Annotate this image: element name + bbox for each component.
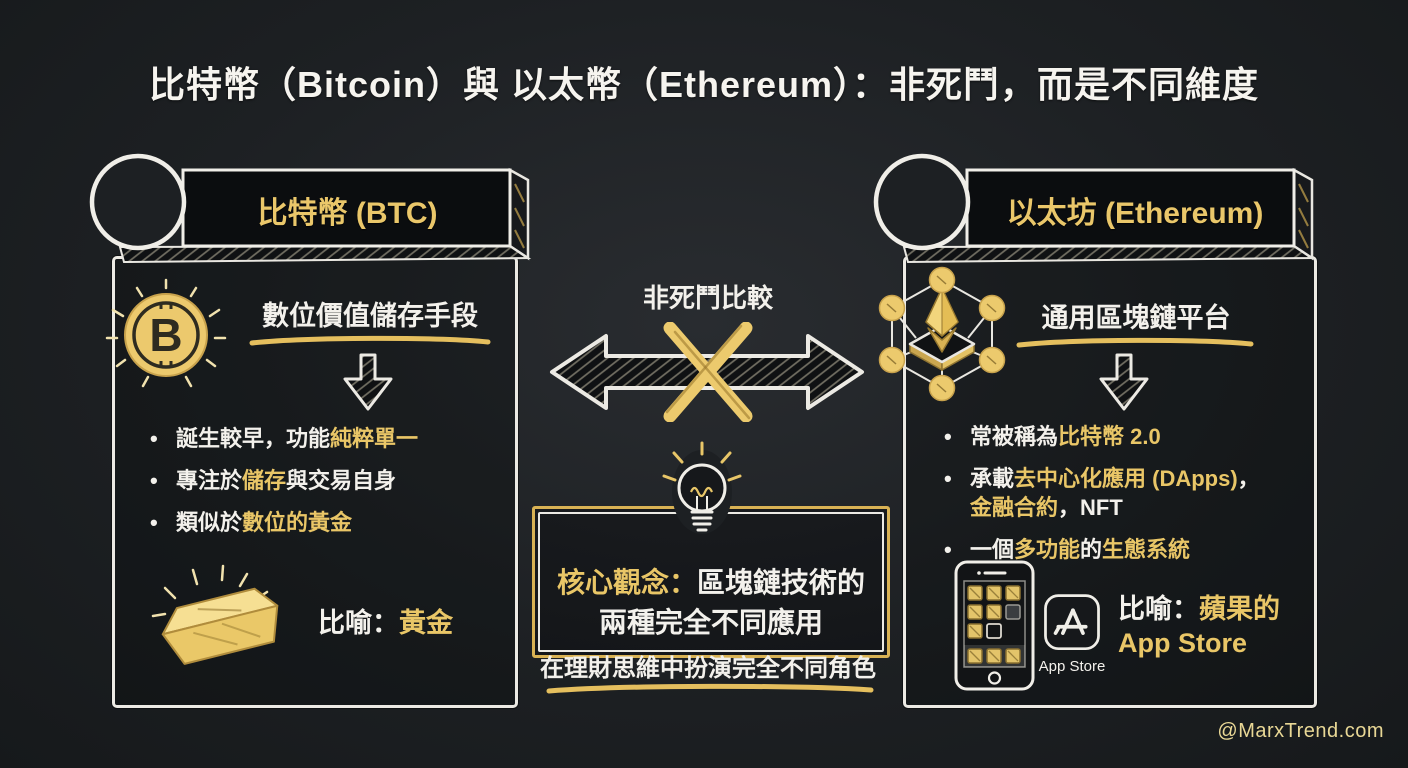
ethereum-panel-title: 以太坊 (Ethereum) (1006, 197, 1264, 230)
gold-bar-icon (151, 564, 279, 665)
bullet-text: 承載 (970, 466, 1015, 492)
bullet-text: 一個 (970, 537, 1015, 563)
bullet-text: 與交易自身 (286, 468, 397, 494)
analogy-line-2: App Store (1118, 628, 1248, 658)
btc-analogy: 比喻：黃金 (318, 606, 453, 640)
smartphone-icon (954, 560, 1035, 691)
analogy-value: 黃金 (399, 608, 453, 638)
btc-header-banner (89, 153, 532, 264)
list-item: 專注於儲存與交易自身 (148, 466, 518, 495)
bullet-text: 數位的黃金 (242, 510, 353, 536)
core-label: 核心觀念： (556, 567, 697, 598)
core-text-1: 區塊鏈技術的 (697, 567, 866, 598)
watermark: @MarxTrend.com (1217, 720, 1384, 742)
bullet-text: 金融合約 (970, 495, 1059, 521)
bullet-text: 專注於 (176, 468, 243, 494)
bullet-text: 的 (1080, 537, 1103, 563)
core-line-1: 核心觀念：區塊鏈技術的 (535, 563, 887, 603)
bullet-text: ， (1237, 466, 1260, 492)
center-title: 非死鬥比較 (642, 283, 773, 313)
btc-bullet-list: 誕生較早，功能純粹單一 專注於儲存與交易自身 類似於數位的黃金 (148, 424, 518, 550)
list-item: 常被稱為比特幣 2.0 (942, 422, 1320, 451)
bullet-text: 類似於 (176, 510, 243, 536)
core-text-2: 兩種完全不同應用 (598, 607, 823, 638)
bullet-text: 比特幣 2.0 (1058, 424, 1161, 449)
sketch-circle-icon (89, 153, 187, 251)
svg-text:B: B (149, 309, 182, 361)
bullet-text: 生態系統 (1102, 537, 1191, 563)
ethereum-subtitle: 通用區塊鏈平台 (1041, 303, 1231, 333)
arrow-down-icon (343, 353, 393, 411)
list-item: 誕生較早，功能純粹單一 (148, 424, 518, 453)
btc-subtitle: 數位價值儲存手段 (262, 301, 478, 331)
sketch-circle-icon (873, 153, 971, 251)
analogy-line-1: 比喻：蘋果的 (1118, 592, 1288, 626)
gold-underline-icon (249, 335, 491, 346)
core-concept-text: 核心觀念：區塊鏈技術的 兩種完全不同應用 (535, 563, 887, 643)
bullet-text: 常被稱為 (970, 424, 1059, 449)
bitcoin-coin-icon: B (105, 278, 227, 388)
list-item: 一個多功能的生態系統 (942, 535, 1320, 564)
bullet-text: 誕生較早，功能 (176, 426, 331, 451)
bullet-text: ，NFT (1058, 495, 1123, 521)
double-arrow-crossed-icon (550, 322, 864, 422)
ethereum-header-banner (873, 153, 1316, 264)
ethereum-analogy: 比喻：蘋果的 App Store (1118, 592, 1288, 660)
analogy-value: 蘋果的 (1199, 594, 1280, 624)
btc-panel-title: 比特幣 (BTC) (257, 197, 438, 230)
list-item: 承載去中心化應用 (DApps)， 金融合約，NFT (942, 464, 1320, 522)
lightbulb-icon (662, 441, 742, 534)
list-item: 類似於數位的黃金 (148, 508, 518, 537)
bullet-text: 純粹單一 (330, 426, 419, 451)
page-title: 比特幣（Bitcoin）與 以太幣（Ethereum）：非死鬥，而是不同維度 (148, 64, 1260, 105)
ethereum-bullet-list: 常被稱為比特幣 2.0 承載去中心化應用 (DApps)， 金融合約，NFT 一… (942, 422, 1320, 577)
center-footnote: 在理財思維中扮演完全不同角色 (540, 655, 876, 682)
analogy-label: 比喻： (318, 608, 399, 638)
app-store-label: App Store (1038, 658, 1106, 675)
app-store-icon (1044, 594, 1100, 651)
analogy-label: 比喻： (1118, 594, 1199, 624)
bullet-text: 去中心化應用 (DApps) (1014, 466, 1238, 492)
bullet-text: 儲存 (242, 468, 287, 494)
gold-underline-icon (1016, 337, 1254, 348)
bullet-text: 多功能 (1014, 537, 1081, 563)
gold-underline-icon (546, 683, 874, 694)
ethereum-network-icon (878, 266, 1006, 402)
arrow-down-icon (1099, 353, 1149, 411)
